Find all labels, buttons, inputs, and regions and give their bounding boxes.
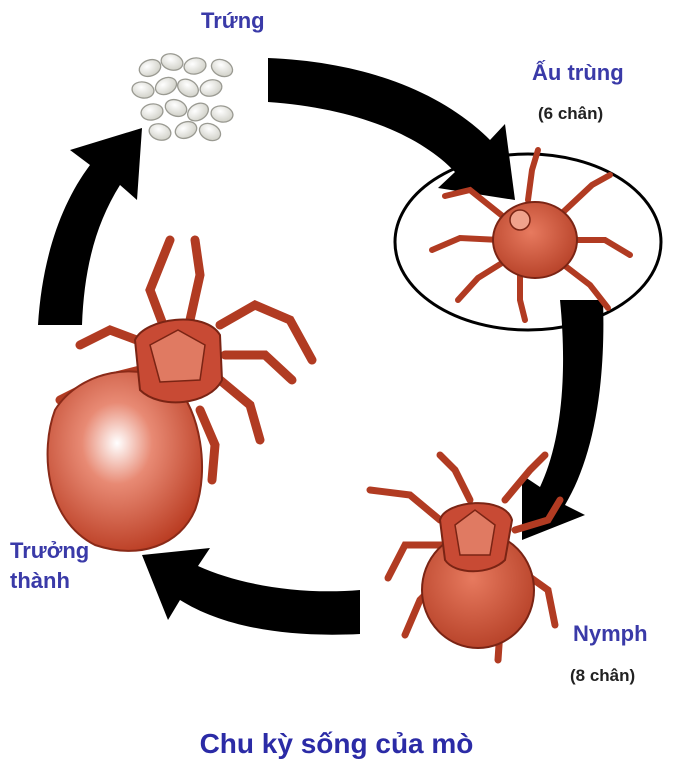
adult-stage xyxy=(48,240,312,551)
diagram-caption: Chu kỳ sống của mò xyxy=(0,728,673,760)
nymph-label: Nymph xyxy=(573,621,648,647)
arrow-egg-to-larva xyxy=(268,58,515,200)
arrow-nymph-to-adult xyxy=(142,548,360,635)
nymph-legs-label: (8 chân) xyxy=(570,666,635,686)
eggs-cluster xyxy=(131,51,236,143)
adult-label-line1: Trưởng xyxy=(10,538,89,564)
larva-stage xyxy=(395,150,661,330)
larva-label: Ấu trùng xyxy=(532,60,624,86)
arrow-adult-to-egg xyxy=(38,128,142,325)
arrow-larva-to-nymph xyxy=(522,300,603,540)
adult-label-line2: thành xyxy=(10,568,70,594)
larva-legs-label: (6 chân) xyxy=(538,104,603,124)
egg-label: Trứng xyxy=(201,8,265,34)
